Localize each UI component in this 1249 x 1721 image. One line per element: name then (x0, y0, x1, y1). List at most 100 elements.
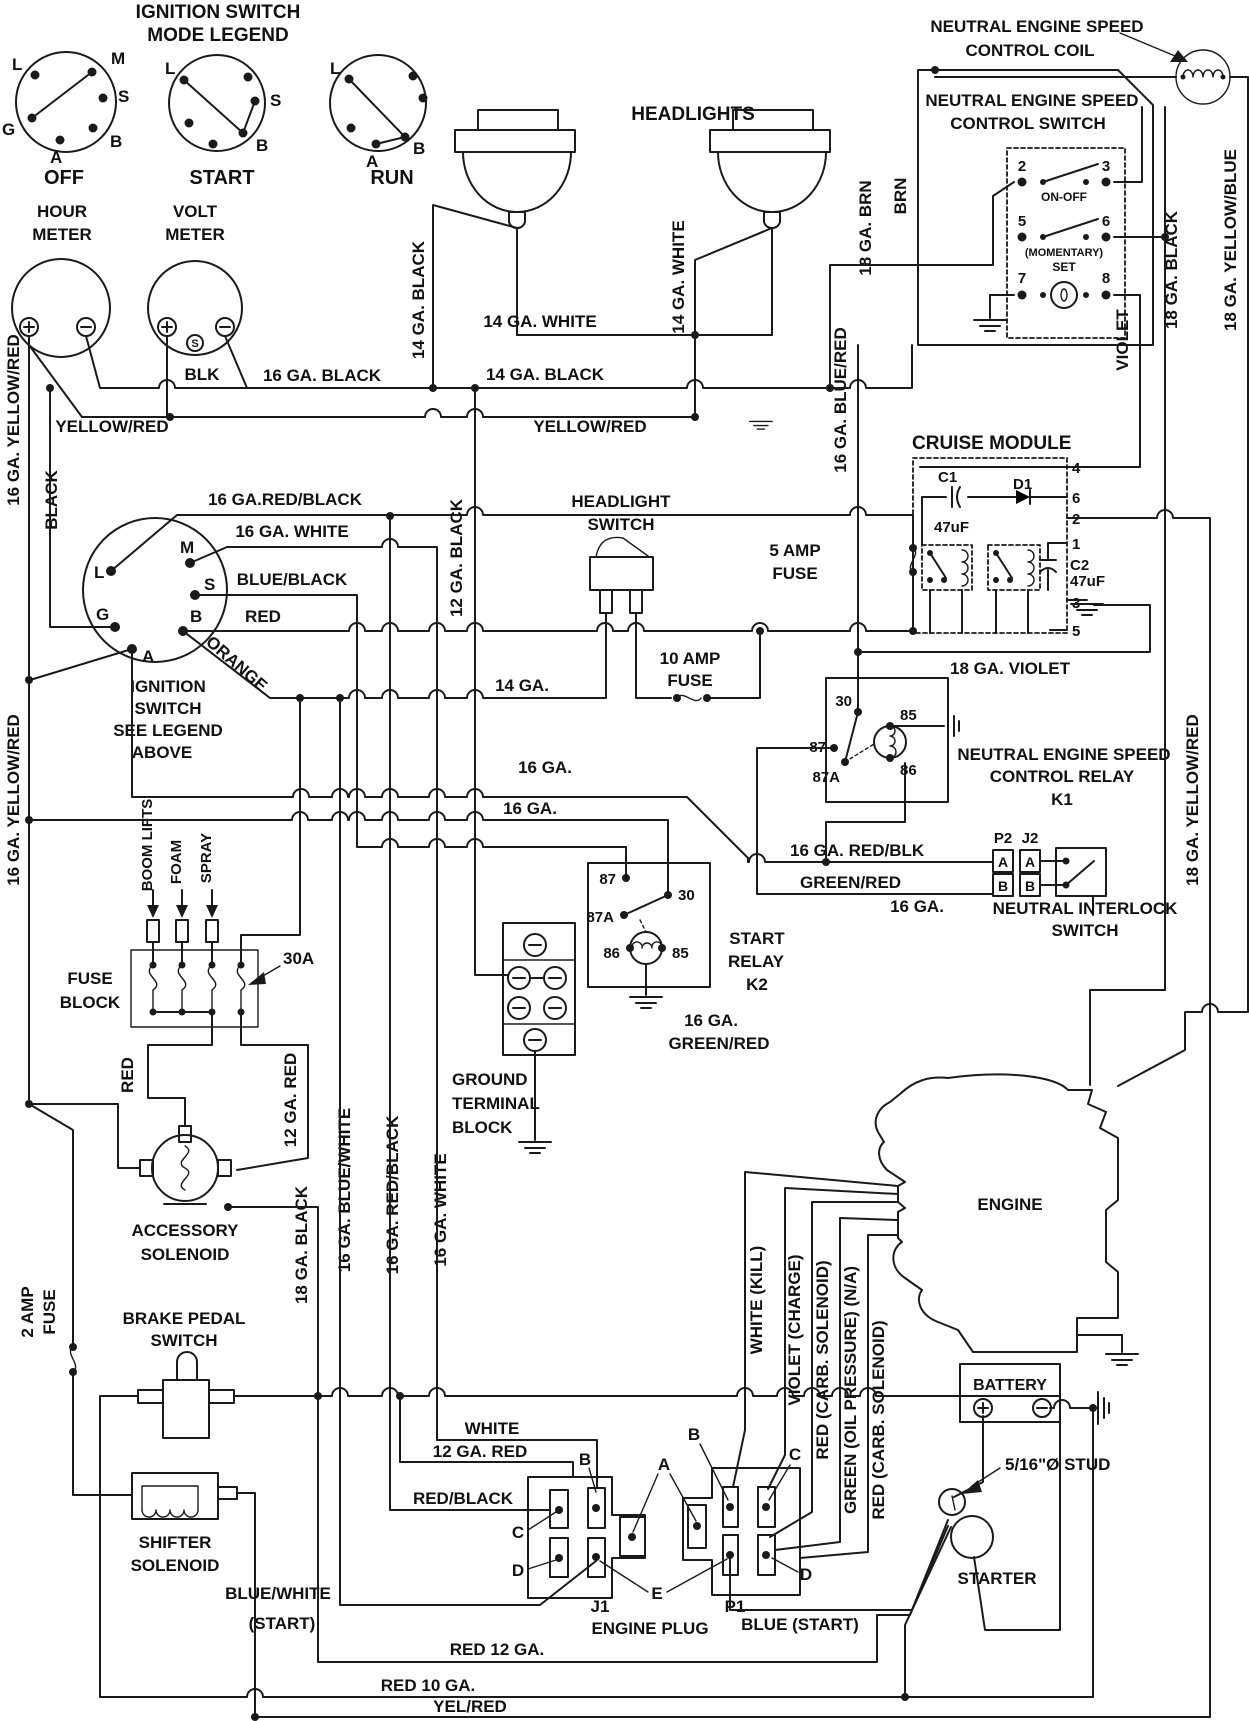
wire-blue-black (194, 594, 627, 879)
volt-meter-label2: METER (165, 225, 225, 244)
shifter-solenoid-label-2: SOLENOID (131, 1556, 220, 1575)
connector-p2-label: P2 (994, 830, 1012, 847)
wire-label-16ga-yellow-red: 16 GA. YELLOW/RED (4, 334, 23, 506)
cruise-module-title: CRUISE MODULE (912, 433, 1071, 454)
wire-label-yellow-red: YELLOW/RED (55, 417, 168, 436)
wire-label-16ga: 16 GA. (890, 897, 944, 916)
wire-label-18ga-black: 18 GA. BLACK (292, 1185, 311, 1304)
connector-j2-label: J2 (1022, 830, 1039, 847)
mode-caption-run: RUN (370, 167, 413, 189)
ground-symbol (749, 420, 773, 430)
wire (28, 1103, 141, 1169)
wire-green-oil (774, 1217, 899, 1551)
fuse-30a-label: 30A (283, 949, 314, 968)
wire (706, 630, 761, 699)
stud-label: 5/16"Ø STUD (1005, 1455, 1110, 1474)
terminal-label: B (413, 139, 425, 158)
k2-pin-87: 87 (599, 871, 616, 888)
ground-terminal-block: GROUND TERMINAL BLOCK (452, 922, 576, 1154)
wire-12ga-black (474, 387, 509, 976)
wire-red-black (389, 515, 551, 1511)
pin-5: 5 (1018, 213, 1026, 230)
nesc-coil-title-1: NEUTRAL ENGINE SPEED (930, 17, 1143, 36)
wire-16ga-red-black (110, 506, 914, 572)
fuse-10amp-label-1: 10 AMP (660, 649, 721, 668)
wire-label-16ga: 16 GA. (684, 1011, 738, 1030)
wire-label-red-10ga: RED 10 GA. (381, 1676, 475, 1695)
terminal-label: S (118, 87, 129, 106)
engine: ENGINE (874, 1073, 1139, 1366)
ground-symbol (973, 319, 1007, 332)
k2-start-relay: 87 30 87A 86 85 START RELAY K2 16 GA. GR… (586, 862, 785, 1053)
terminal-label: L (165, 59, 175, 78)
brake-pedal-switch: BRAKE PEDAL SWITCH (123, 1309, 245, 1439)
p1-pin-b-label: B (688, 1425, 700, 1444)
wire (236, 1492, 256, 1718)
wire-blue-white (339, 697, 597, 1606)
gtb-label-1: GROUND (452, 1070, 528, 1089)
pin-a: A (998, 854, 1008, 870)
p1-pin-d-label: D (800, 1565, 812, 1584)
terminal-label: L (94, 563, 104, 582)
mode-caption-off: OFF (44, 167, 84, 189)
p1-connector-body (682, 1467, 801, 1596)
headlights: HEADLIGHTS (454, 104, 831, 229)
momentary-label: (MOMENTARY) (1025, 247, 1104, 259)
terminal-label: A (366, 152, 378, 171)
j1-connector-body (527, 1476, 646, 1599)
wire-label-red-12ga: RED 12 GA. (450, 1640, 544, 1659)
p1-pin-c-label: C (789, 1445, 801, 1464)
engine-plug-label: ENGINE PLUG (591, 1619, 708, 1638)
wire-18ga-violet (857, 604, 1151, 653)
pin-b: B (1025, 878, 1035, 894)
nesc-switch: NEUTRAL ENGINE SPEED CONTROL SWITCH 2 3 … (917, 69, 1154, 346)
wire-label-16ga-red-black: 16 GA. RED/BLACK (383, 1115, 402, 1274)
wire (28, 1103, 74, 1348)
fuse-2 (177, 961, 187, 1016)
fuse-2amp-label-2: FUSE (40, 1289, 59, 1334)
wire-label-16ga-white: 16 GA. WHITE (235, 522, 348, 541)
wire-label-16ga-white: 16 GA. WHITE (431, 1153, 450, 1266)
pin-a: A (1025, 854, 1035, 870)
wire (224, 335, 248, 389)
wire-white-kill (732, 1171, 899, 1488)
wire-battery-positive (953, 1415, 984, 1498)
ground-symbol (629, 996, 663, 1009)
k1-pin-30: 30 (835, 693, 852, 710)
fuse-10amp-element (676, 694, 702, 702)
wire-green-red (756, 747, 994, 895)
cruise-module: CRUISE MODULE 4 6 D1 C1 47uF 2 1 C2 47uF… (749, 420, 1105, 640)
cruise-relay-2 (987, 544, 1041, 591)
legend-title-2: MODE LEGEND (147, 25, 288, 46)
ground-symbol (1105, 1353, 1139, 1366)
wire-violet (1066, 294, 1141, 468)
wire-label-16ga-black: 16 GA. BLACK (263, 366, 382, 385)
wires (25, 66, 1249, 1721)
battery-plus-terminal (973, 1398, 993, 1418)
plus-terminal (19, 317, 39, 337)
pin-3: 3 (1102, 158, 1110, 175)
brake-switch-label-2: SWITCH (150, 1331, 217, 1350)
wire (72, 1371, 133, 1496)
k1-title-1: NEUTRAL ENGINE SPEED (957, 745, 1170, 764)
cruise-pin-2: 2 (1072, 511, 1080, 528)
wire-label-yel-red: YEL/RED (433, 1697, 507, 1716)
k1-title-3: K1 (1051, 790, 1073, 809)
wire-12ga-red-j1 (399, 1395, 574, 1478)
wire-label-red-carb: RED (CARB. SOLENOID) (869, 1320, 888, 1519)
terminal-label: L (12, 55, 22, 74)
headlight-switch-label-1: HEADLIGHT (571, 492, 671, 511)
mode-caption-start: START (189, 167, 254, 189)
wire-14ga-white-vertical (694, 227, 773, 418)
k1-pin-85: 85 (900, 707, 917, 724)
spray-label: SPRAY (198, 833, 215, 883)
junction-dots (25, 66, 1169, 1721)
diode-d1-label: D1 (1013, 476, 1032, 493)
wire-16ga-bus1 (131, 648, 994, 863)
wire-label-18ga-violet: 18 GA. VIOLET (950, 659, 1071, 678)
terminal-label: S (270, 91, 281, 110)
accessory-solenoid: ACCESSORY SOLENOID (131, 1125, 239, 1264)
ignition-switch: L M S G B A IGNITION SWITCH SEE LEGEND A… (82, 517, 228, 762)
